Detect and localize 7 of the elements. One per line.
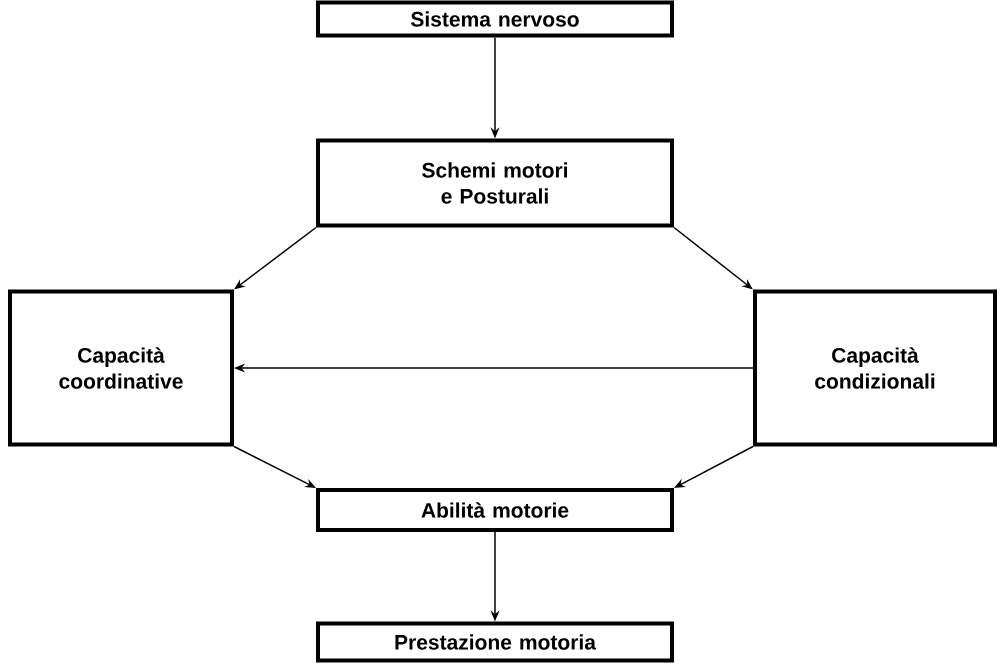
arrow (234, 226, 317, 290)
process-box: Sistema nervoso (316, 0, 674, 38)
process-box: Schemi motori e Posturali (316, 138, 674, 228)
process-box: Capacità coordinative (8, 289, 234, 447)
process-box: Prestazione motoria (316, 621, 674, 663)
process-box: Abilità motorie (316, 488, 674, 532)
process-box: Capacità condizionali (753, 289, 997, 447)
